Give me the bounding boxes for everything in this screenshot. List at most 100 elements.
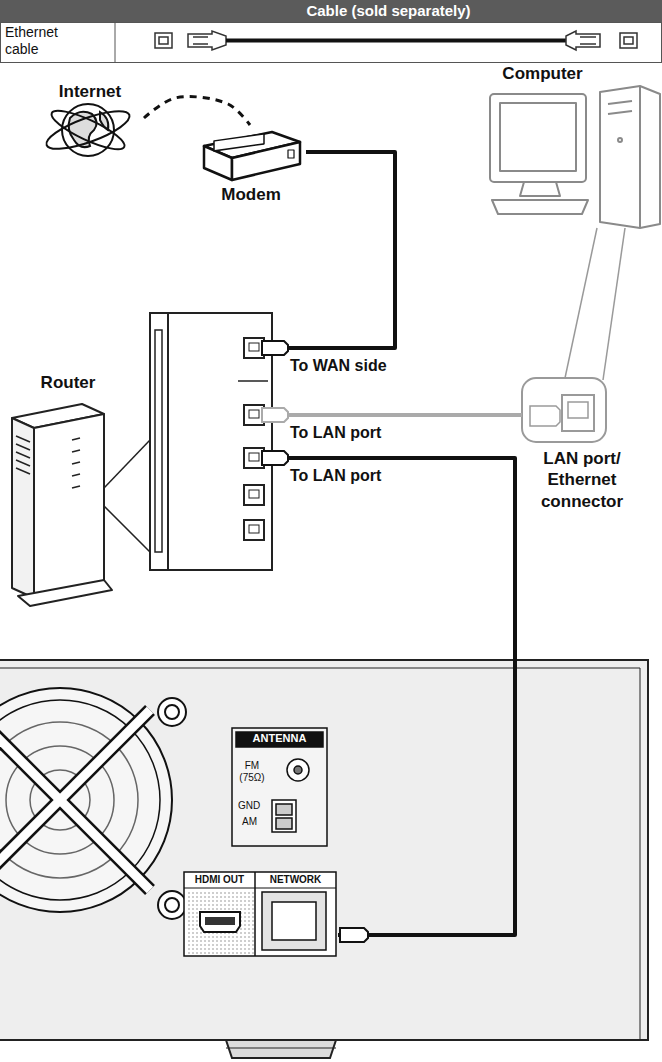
globe-icon <box>43 104 134 157</box>
ethernet-cable <box>273 152 395 348</box>
router-port-panel <box>155 330 162 552</box>
ethernet-cable-icon <box>566 31 600 50</box>
modem-icon <box>214 134 264 151</box>
computer-icon <box>492 200 588 214</box>
ethernet-cable-icon <box>620 33 637 48</box>
router-icon <box>16 460 30 466</box>
cooling-fan <box>0 710 150 890</box>
lan-port-connector: LAN port/ Ethernet connector <box>522 378 644 523</box>
cable-label: To WAN side <box>288 357 389 375</box>
node-text: Router <box>28 373 108 393</box>
router-icon <box>16 452 30 458</box>
antenna-terminals <box>272 800 296 832</box>
antenna-terminal-box: ANTENNAFM (75Ω)GNDAM <box>232 728 327 846</box>
ethernet-cable-icon <box>193 43 208 45</box>
router-port-panel <box>150 313 272 570</box>
ethernet-cable-icon <box>624 37 633 44</box>
router-port-panel <box>249 453 259 461</box>
ethernet-cable <box>565 228 597 378</box>
computer-icon <box>520 182 560 196</box>
output-ports <box>254 872 256 956</box>
output-ports <box>272 902 316 940</box>
ethernet-cable-icon <box>188 31 226 50</box>
globe-icon <box>43 104 134 157</box>
network-port: NETWORK <box>255 872 338 956</box>
router-icon <box>16 468 30 474</box>
router-port-panel: Router <box>148 313 273 571</box>
node-text: Modem <box>198 185 304 205</box>
antenna-terminals <box>232 728 327 846</box>
output-ports <box>184 888 336 889</box>
output-ports <box>184 872 336 956</box>
modem: Modem <box>198 125 306 207</box>
ethernet-cable <box>144 97 250 125</box>
router-icon <box>16 436 30 442</box>
modem-icon <box>204 132 300 180</box>
cable-table <box>1 23 662 63</box>
computer-icon <box>608 101 632 104</box>
node-text: Internet <box>38 82 142 102</box>
router-port-panel <box>249 490 259 498</box>
output-ports <box>184 872 336 956</box>
computer-icon <box>618 138 622 142</box>
router-icon <box>72 462 80 464</box>
ethernet-plug <box>262 408 288 422</box>
cable-label: To LAN port <box>288 424 383 442</box>
router-icon <box>16 444 30 450</box>
node-text: AM <box>242 816 272 828</box>
lan-port-zoom <box>603 228 625 380</box>
router-icon <box>72 474 80 476</box>
node-text: HDMI OUT <box>184 874 255 886</box>
receiver-rear-panel <box>226 1040 336 1058</box>
ethernet-cable-icon <box>159 37 168 44</box>
internet-globe: Internet <box>38 82 144 164</box>
ethernet-plug <box>262 451 288 465</box>
lan-port-zoom <box>562 395 594 431</box>
antenna-terminals <box>276 804 292 815</box>
screw-hole <box>165 705 179 719</box>
cable-table <box>115 22 116 63</box>
computer-icon <box>639 86 641 228</box>
antenna-terminals <box>232 728 327 846</box>
computer-icon <box>490 86 660 228</box>
globe-icon <box>48 104 129 156</box>
router-icon <box>72 486 80 488</box>
router-icon <box>18 580 112 606</box>
callout-wedge <box>104 440 150 488</box>
router-icon <box>72 450 80 452</box>
callout-wedge <box>104 506 150 552</box>
antenna-terminals <box>287 759 309 781</box>
node-text: GND <box>238 800 268 812</box>
router-icon <box>12 418 34 598</box>
router-icon <box>72 438 80 440</box>
lan-port-zoom <box>530 406 560 426</box>
receiver-rear-panel <box>0 668 640 669</box>
router-port-panel <box>238 380 268 382</box>
cooling-fan <box>0 710 150 890</box>
screw-hole <box>165 898 179 912</box>
router-port-panel <box>249 525 259 533</box>
antenna-terminals <box>236 732 323 747</box>
cable-label: To LAN port <box>288 467 383 485</box>
computer: Computer <box>485 64 602 228</box>
ethernet-cable-icon <box>155 33 172 48</box>
ethernet-cable <box>273 413 522 417</box>
router-port-panel <box>249 343 259 351</box>
lan-port-zoom <box>568 402 588 418</box>
router-port-panel <box>150 313 272 570</box>
computer-icon <box>500 103 576 171</box>
computer-icon <box>608 111 632 114</box>
node-text: FM (75Ω) <box>236 760 268 783</box>
router-port-panel <box>244 520 264 540</box>
receiver-rear-panel <box>640 668 641 1040</box>
table-header: Cable (sold separately) <box>115 0 662 22</box>
router-icon <box>34 414 104 598</box>
table-cell: Ethernet cable <box>5 24 75 58</box>
output-ports <box>262 892 326 950</box>
antenna-terminals <box>276 818 292 829</box>
router-port-panel <box>249 410 259 418</box>
